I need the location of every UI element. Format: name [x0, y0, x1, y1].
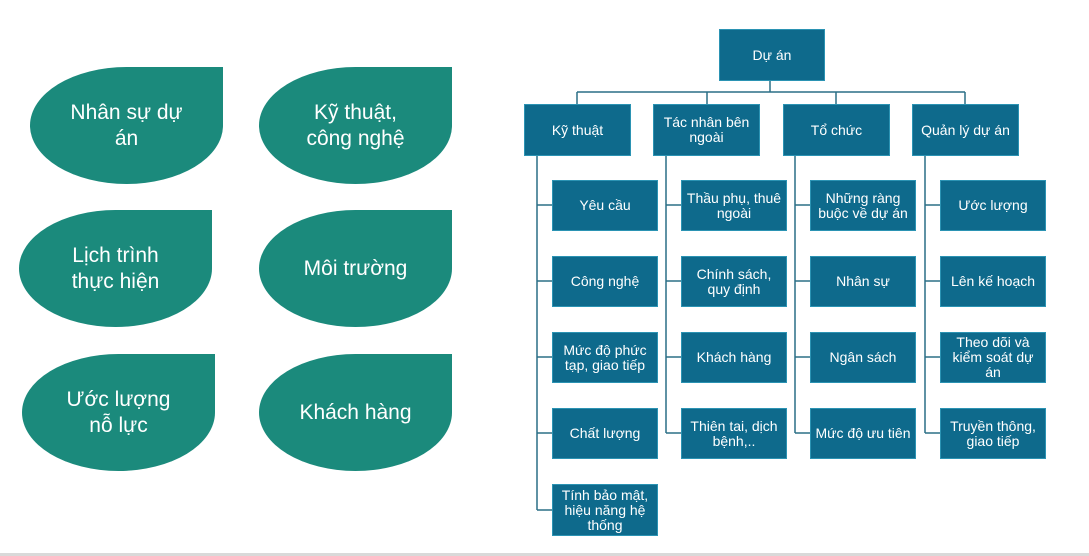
node-priority: Mức độ ưu tiên: [810, 408, 916, 459]
node-technology: Công nghệ: [552, 256, 658, 307]
factor-effort-estimate: Ước lượng nỗ lực: [22, 354, 215, 471]
bottom-divider: [0, 553, 1089, 556]
node-staffing: Nhân sự: [810, 256, 916, 307]
node-complexity: Mức độ phức tạp, giao tiếp: [552, 332, 658, 383]
factor-staff: Nhân sự dự án: [30, 67, 223, 184]
node-policy: Chính sách, quy định: [681, 256, 787, 307]
node-estimation: Ước lượng: [940, 180, 1046, 231]
node-quality: Chất lượng: [552, 408, 658, 459]
node-planning: Lên kế hoạch: [940, 256, 1046, 307]
branch-project-management: Quản lý dự án: [912, 104, 1019, 156]
branch-technical: Kỹ thuật: [524, 104, 631, 156]
branch-external: Tác nhân bên ngoài: [653, 104, 760, 156]
node-disaster: Thiên tai, dịch bệnh,..: [681, 408, 787, 459]
branch-organization: Tổ chức: [783, 104, 890, 156]
factor-customer: Khách hàng: [259, 354, 452, 471]
node-monitoring: Theo dõi và kiểm soát dự án: [940, 332, 1046, 383]
node-budget: Ngân sách: [810, 332, 916, 383]
tree-root: Dự án: [719, 29, 825, 81]
factor-environment: Môi trường: [259, 210, 452, 327]
factor-schedule: Lịch trình thực hiện: [19, 210, 212, 327]
node-security-performance: Tính bảo mật, hiệu năng hệ thống: [552, 484, 658, 536]
node-requirements: Yêu cầu: [552, 180, 658, 231]
node-subcontracting: Thầu phụ, thuê ngoài: [681, 180, 787, 231]
node-communication: Truyền thông, giao tiếp: [940, 408, 1046, 459]
factor-technology: Kỹ thuật, công nghệ: [259, 67, 452, 184]
node-customer: Khách hàng: [681, 332, 787, 383]
node-constraints: Những ràng buộc về dự án: [810, 180, 916, 231]
